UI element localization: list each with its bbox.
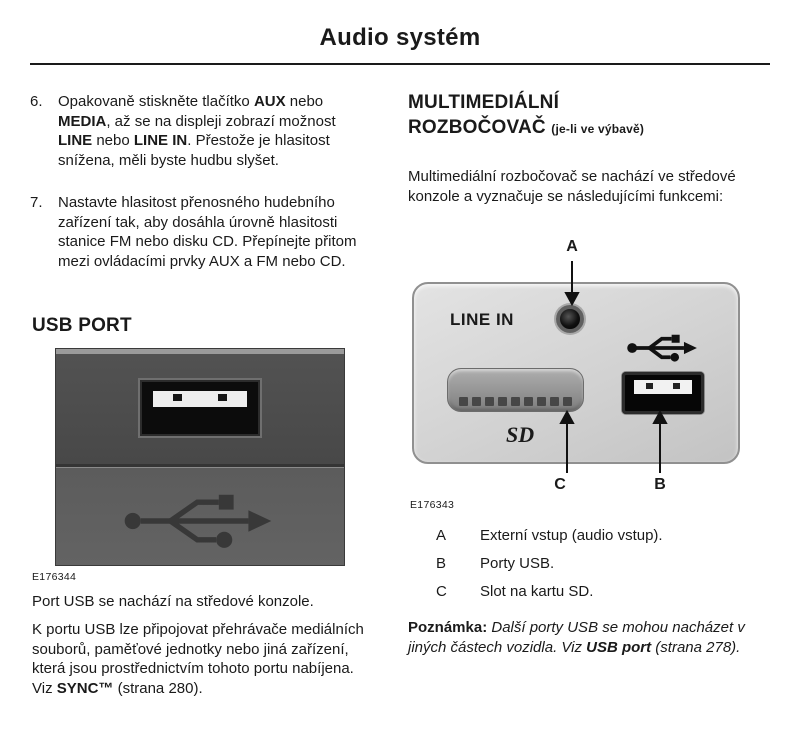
legend-item-c: C Slot na kartu SD.	[436, 582, 756, 602]
usb-tongue-notch	[173, 394, 182, 401]
text-run: nebo	[92, 132, 134, 149]
usb-tongue-notch	[646, 383, 653, 389]
heading-line-1: MULTIMEDIÁLNÍ	[408, 92, 560, 113]
heading-availability-suffix: (je-li ve výbavě)	[551, 122, 645, 136]
title-divider	[30, 63, 770, 65]
hub-diagram-panel: LINE IN SD	[412, 282, 740, 464]
callout-label-b: B	[654, 476, 666, 493]
arrow-b	[652, 409, 668, 473]
step-text: Nastavte hlasitost přenosného hudebního …	[58, 194, 357, 270]
panel-seam	[56, 464, 344, 468]
legend-key: C	[436, 583, 447, 600]
emphasis-aux: AUX	[253, 93, 286, 110]
text-run: nebo	[285, 93, 324, 110]
section-heading-multimedia-hub: MULTIMEDIÁLNÍ ROZBOČOVAČ (je-li ve výbav…	[408, 90, 644, 142]
emphasis-media: MEDIA	[58, 112, 107, 130]
callout-arrows	[559, 261, 668, 473]
emphasis-sync: SYNC™	[56, 679, 114, 697]
legend-item-b: B Porty USB.	[436, 554, 756, 574]
text-run: K portu USB lze připojovat přehrávače me…	[32, 621, 364, 697]
usb-paragraph-2: K portu USB lze připojovat přehrávače me…	[32, 620, 368, 698]
step-number: 7.	[30, 194, 43, 211]
callout-label-c: C	[554, 476, 566, 493]
heading-main: ROZBOČOVAČ	[408, 117, 546, 138]
emphasis-line-in: LINE IN	[133, 132, 188, 149]
usb-connector-tongue	[153, 391, 247, 407]
note: Poznámka: Další porty USB se mohou nachá…	[408, 618, 746, 658]
arrow-c	[559, 409, 575, 473]
usb-tongue-notch	[218, 394, 227, 401]
sd-card-slot	[447, 368, 584, 412]
note-text: Další porty USB se mohou nacházet v jiný…	[408, 619, 745, 656]
emphasis-line: LINE	[58, 132, 93, 149]
usb-port-photo	[55, 348, 345, 566]
callout-label-a: A	[566, 238, 578, 255]
note-cross-reference: USB port	[586, 639, 652, 656]
section-heading-usb-port: USB PORT	[32, 315, 132, 336]
usb-icon	[124, 494, 272, 548]
usb-icon	[627, 334, 697, 362]
step-6: 6. Opakovaně stiskněte tlačítko AUX nebo…	[30, 92, 364, 170]
legend-text: Slot na kartu SD.	[480, 583, 594, 600]
text-run: , až se na displeji zobrazí možnost	[106, 112, 336, 130]
legend-key: B	[436, 555, 447, 572]
sd-slot-contacts	[459, 397, 572, 406]
sd-label: SD	[506, 422, 535, 447]
legend-text: Porty USB.	[480, 555, 555, 572]
note-text: (strana 278).	[651, 639, 741, 656]
usb-paragraph-1: Port USB se nachází na středové konzole.	[32, 593, 314, 610]
step-number: 6.	[30, 93, 43, 110]
step-7: 7. Nastavte hlasitost přenosného hudební…	[30, 193, 364, 271]
usb-socket	[140, 380, 260, 436]
step-text: Opakovaně stiskněte tlačítko AUX nebo ME…	[58, 92, 364, 170]
page-title: Audio systém	[319, 24, 481, 51]
figure-caption: E176344	[32, 571, 77, 583]
legend-key: A	[436, 527, 447, 544]
usb-tongue-notch	[673, 383, 680, 389]
note-label: Poznámka:	[408, 619, 488, 636]
legend-item-a: A Externí vstup (audio vstup).	[436, 526, 756, 546]
legend-text: Externí vstup (audio vstup).	[480, 527, 663, 544]
text-run: Opakovaně stiskněte tlačítko	[58, 93, 254, 110]
usb-connector-tongue	[634, 380, 692, 394]
heading-line-2: ROZBOČOVAČ (je-li ve výbavě)	[408, 115, 644, 142]
usb-port	[622, 372, 704, 414]
console-edge-highlight	[56, 349, 344, 354]
line-in-label: LINE IN	[450, 310, 514, 329]
text-run: (strana 280).	[113, 679, 203, 697]
hub-intro: Multimediální rozbočovač se nachází ve s…	[408, 168, 736, 205]
figure-caption: E176343	[410, 499, 455, 511]
text-run: . Přestože je hlasitost snížena, měli by…	[58, 132, 330, 169]
arrow-a	[564, 261, 580, 307]
photo-upper-panel	[56, 354, 344, 464]
aux-audio-jack	[556, 305, 584, 333]
